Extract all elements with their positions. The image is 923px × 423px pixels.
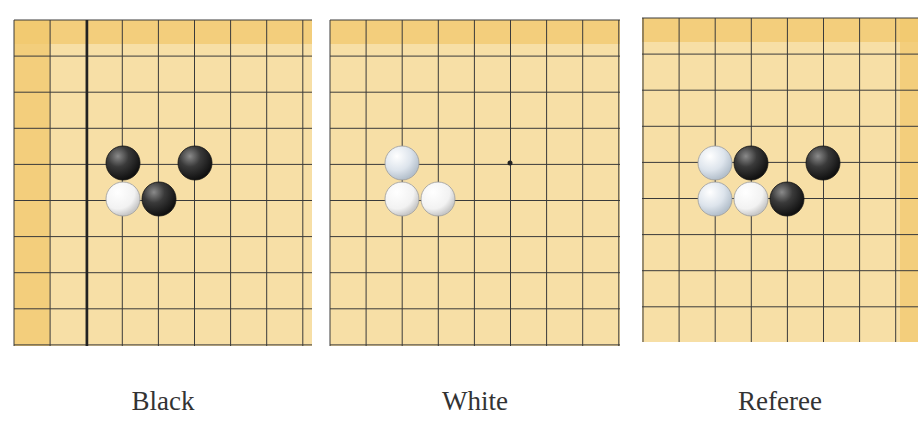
grid-line (330, 56, 620, 57)
white-stone (385, 182, 419, 216)
grid-line (14, 20, 312, 21)
grid-line (14, 20, 15, 346)
grid-line (642, 306, 918, 307)
grid-line (330, 128, 620, 129)
grid-line (330, 272, 620, 273)
grid-line (582, 20, 583, 346)
board-caption: White (442, 386, 508, 417)
grid-line (14, 344, 312, 345)
board-edge (330, 20, 620, 44)
go-board (330, 20, 620, 346)
grid-line (302, 20, 303, 346)
board-edge (642, 18, 918, 42)
go-board (14, 20, 312, 346)
white-stone (385, 146, 419, 180)
grid-line (330, 344, 620, 345)
grid-line (642, 162, 918, 163)
board-ground (330, 20, 620, 346)
grid-line (474, 20, 475, 346)
grid-line (50, 20, 51, 346)
grid-line (330, 20, 331, 346)
board-caption: Black (132, 386, 195, 417)
board-caption: Referee (738, 386, 822, 417)
grid-line (330, 308, 620, 309)
grid-line (642, 90, 918, 91)
board-edge (900, 18, 918, 342)
grid-line (86, 20, 87, 346)
black-stone (178, 146, 212, 180)
grid-line (510, 20, 511, 346)
grid-line (266, 20, 267, 346)
grid-line (642, 270, 918, 271)
grid-line (895, 18, 896, 342)
grid-line (642, 126, 918, 127)
grid-line (14, 236, 312, 237)
white-stone (698, 146, 732, 180)
grid-line (330, 164, 620, 165)
board-edge (14, 20, 312, 44)
grid-line (230, 20, 231, 346)
grid-line (14, 164, 312, 165)
board-ground (14, 20, 312, 346)
white-stone (106, 182, 140, 216)
board-edge (14, 20, 50, 346)
grid-line (330, 236, 620, 237)
grid-line (14, 308, 312, 309)
grid-line (787, 18, 788, 342)
grid-line (642, 234, 918, 235)
black-stone (106, 146, 140, 180)
grid-line (366, 20, 367, 346)
star-point (508, 161, 513, 166)
grid-line (14, 272, 312, 273)
grid-line (618, 20, 619, 346)
black-stone (734, 146, 768, 180)
white-stone (698, 182, 732, 216)
go-board (642, 18, 918, 342)
black-stone (770, 182, 804, 216)
grid-line (642, 18, 918, 19)
grid-line (859, 18, 860, 342)
black-stone (806, 146, 840, 180)
white-stone (421, 182, 455, 216)
grid-line (14, 128, 312, 129)
grid-line (643, 18, 644, 342)
grid-line (14, 92, 312, 93)
grid-line (642, 54, 918, 55)
black-stone (142, 182, 176, 216)
grid-line (330, 200, 620, 201)
grid-line (546, 20, 547, 346)
grid-line (330, 92, 620, 93)
grid-line (330, 20, 620, 21)
grid-line (679, 18, 680, 342)
board-ground (642, 18, 918, 342)
grid-line (194, 20, 195, 346)
white-stone (734, 182, 768, 216)
board-border (86, 20, 89, 346)
grid-line (14, 56, 312, 57)
